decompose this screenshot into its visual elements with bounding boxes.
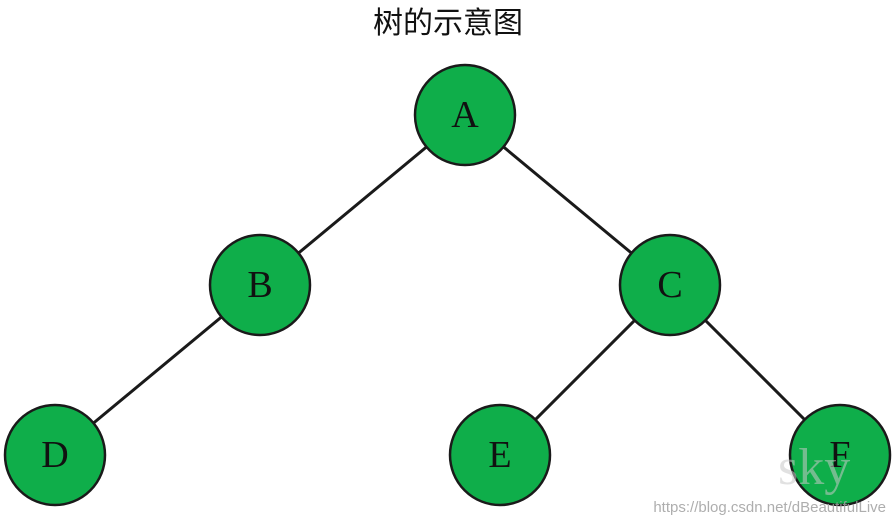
node-b-label: B <box>247 264 272 306</box>
node-a: A <box>413 63 517 167</box>
node-d: D <box>3 403 107 507</box>
node-f-circle <box>788 403 892 507</box>
node-c-label: C <box>657 264 682 306</box>
watermark-url: https://blog.csdn.net/dBeautifulLive <box>653 499 886 516</box>
watermark-logo: sky <box>778 439 851 496</box>
node-a-label: A <box>451 94 479 136</box>
node-d-label: D <box>41 434 68 476</box>
edges-layer <box>54 113 842 457</box>
node-a-circle <box>413 63 517 167</box>
node-b-circle <box>208 233 312 337</box>
nodes-layer: A B C D E F <box>3 63 892 507</box>
node-c-circle <box>618 233 722 337</box>
diagram-title: 树的示意图 <box>373 6 523 41</box>
node-f-label: F <box>829 434 850 476</box>
node-e: E <box>448 403 552 507</box>
node-d-circle <box>3 403 107 507</box>
node-e-circle <box>448 403 552 507</box>
node-f: F <box>788 403 892 507</box>
node-b: B <box>208 233 312 337</box>
node-e-label: E <box>488 434 511 476</box>
node-c: C <box>618 233 722 337</box>
